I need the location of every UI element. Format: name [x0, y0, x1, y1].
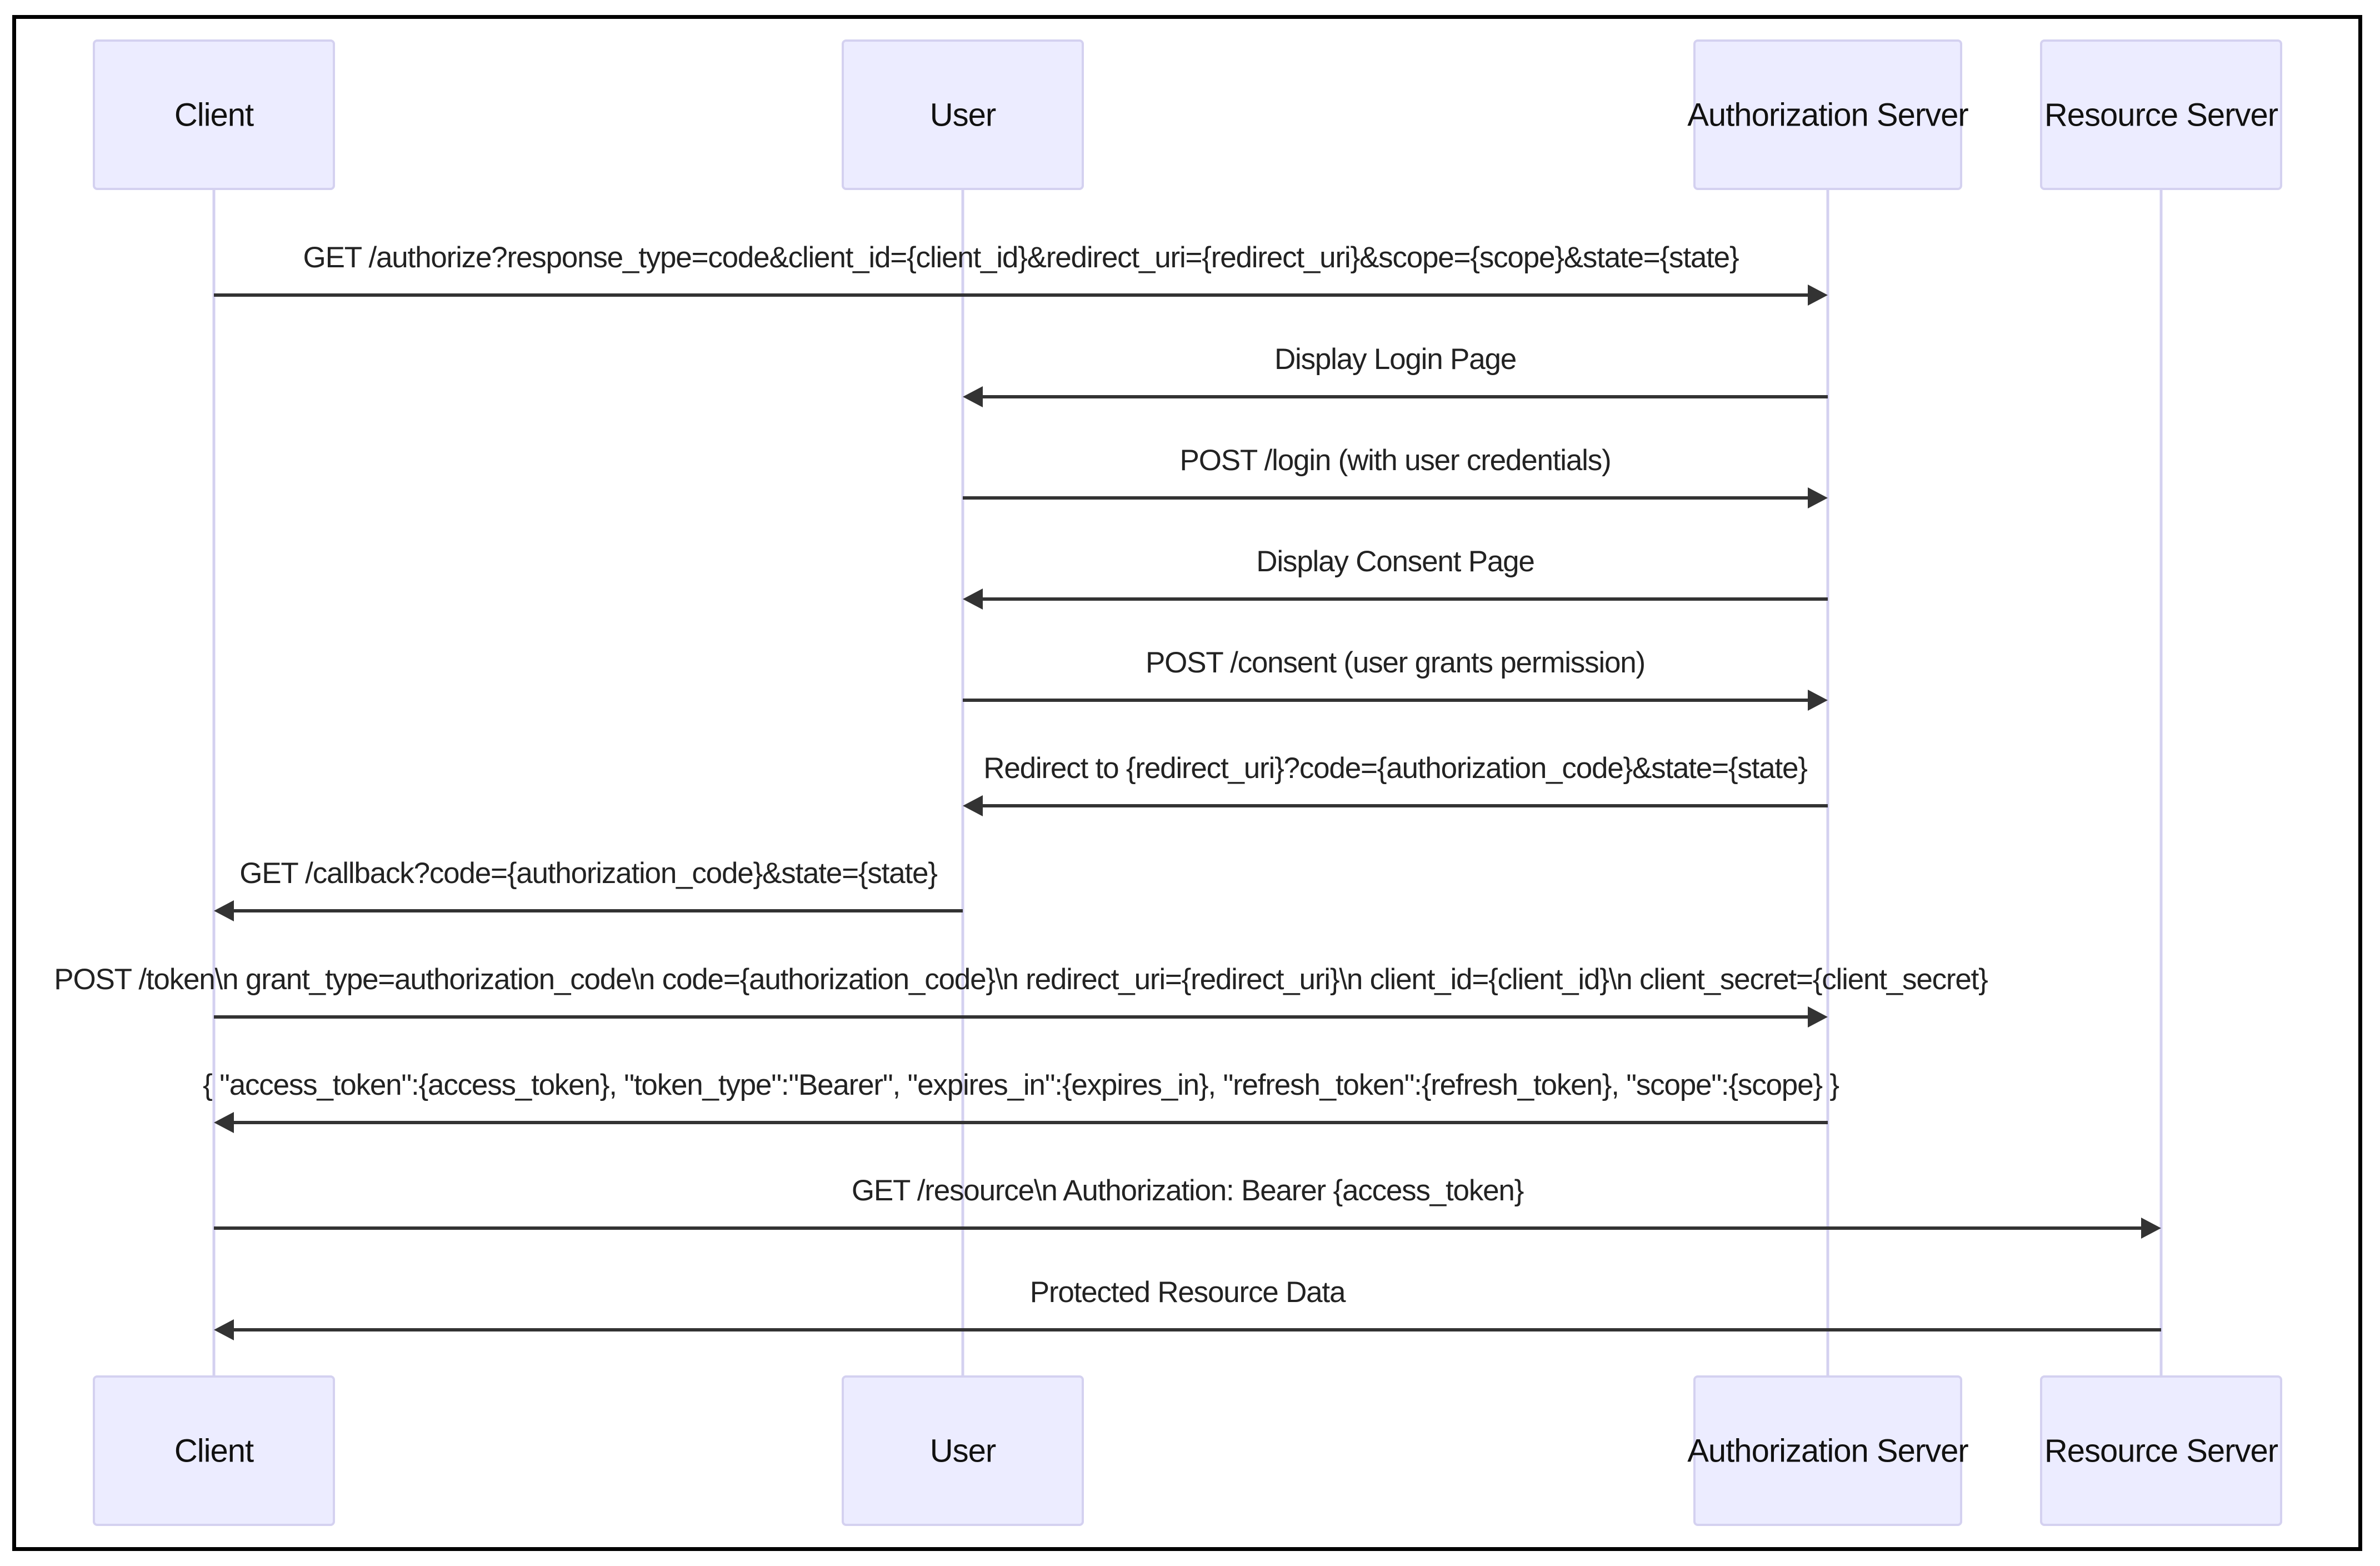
actor-box [842, 39, 1084, 190]
message-3: POST /login (with user credentials) [963, 444, 1828, 508]
arrowhead-icon [2141, 1218, 2161, 1239]
actor-label: Client [174, 97, 254, 133]
message-11: Protected Resource Data [214, 1276, 2161, 1340]
actor-user-bottom: User [842, 1375, 1084, 1526]
message-4: Display Consent Page [963, 545, 1828, 610]
actor-label: Authorization Server [1687, 1433, 1968, 1469]
actor-label: User [930, 97, 996, 133]
actor-auth-top: Authorization Server [1687, 39, 1969, 190]
message-label: POST /token\n grant_type=authorization_c… [54, 963, 1988, 996]
message-9: { "access_token":{access_token}, "token_… [203, 1069, 1840, 1133]
actor-user-top: User [842, 39, 1084, 190]
actors-top: Client User Authorization Server Resource S… [93, 39, 2282, 190]
arrowhead-icon [963, 795, 983, 816]
message-2: Display Login Page [963, 343, 1828, 407]
actors-bottom: Client User Authorization Server Resource S… [93, 1375, 2282, 1526]
message-label: GET /resource\n Authorization: Bearer {a… [852, 1174, 1524, 1207]
message-6: Redirect to {redirect_uri}?code={authori… [963, 752, 1828, 816]
arrowhead-icon [1808, 285, 1828, 306]
message-label: POST /consent (user grants permission) [1146, 646, 1645, 679]
message-1: GET /authorize?response_type=code&client… [214, 241, 1828, 306]
message-label: Redirect to {redirect_uri}?code={authori… [983, 752, 1807, 785]
arrowhead-icon [1808, 1006, 1828, 1028]
actor-box [93, 1375, 335, 1526]
arrowhead-icon [214, 1112, 234, 1133]
message-label: Display Consent Page [1256, 545, 1534, 578]
actor-label: Client [174, 1433, 254, 1469]
actor-resource-top: Resource Server [2040, 39, 2282, 190]
arrowhead-icon [963, 589, 983, 610]
messages: GET /authorize?response_type=code&client… [54, 241, 2161, 1340]
arrowhead-icon [1808, 690, 1828, 711]
actor-box [2040, 39, 2282, 190]
actor-label: Authorization Server [1687, 97, 1968, 133]
message-10: GET /resource\n Authorization: Bearer {a… [214, 1174, 2161, 1239]
actor-client-top: Client [93, 39, 335, 190]
arrowhead-icon [214, 900, 234, 921]
actor-label: Resource Server [2044, 97, 2278, 133]
actor-client-bottom: Client [93, 1375, 335, 1526]
actor-label: User [930, 1433, 996, 1469]
actor-box [1693, 39, 1962, 190]
message-label: GET /callback?code={authorization_code}&… [239, 857, 937, 890]
message-5: POST /consent (user grants permission) [963, 646, 1828, 711]
message-label: POST /login (with user credentials) [1180, 444, 1611, 477]
arrowhead-icon [214, 1319, 234, 1340]
message-label: Display Login Page [1274, 343, 1516, 376]
arrowhead-icon [963, 386, 983, 407]
message-label: Protected Resource Data [1030, 1276, 1346, 1309]
actor-auth-bottom: Authorization Server [1687, 1375, 1969, 1526]
actor-box [2040, 1375, 2282, 1526]
lifelines [212, 189, 2163, 1377]
message-8: POST /token\n grant_type=authorization_c… [54, 963, 1988, 1028]
arrowhead-icon [1808, 487, 1828, 508]
message-label: { "access_token":{access_token}, "token_… [203, 1069, 1839, 1101]
diagram-frame [12, 15, 2362, 1551]
actor-label: Resource Server [2044, 1433, 2278, 1469]
actor-box [842, 1375, 1084, 1526]
actor-box [1693, 1375, 1962, 1526]
message-label: GET /authorize?response_type=code&client… [303, 241, 1739, 274]
actor-box [93, 39, 335, 190]
message-7: GET /callback?code={authorization_code}&… [214, 857, 963, 921]
actor-resource-bottom: Resource Server [2040, 1375, 2282, 1526]
